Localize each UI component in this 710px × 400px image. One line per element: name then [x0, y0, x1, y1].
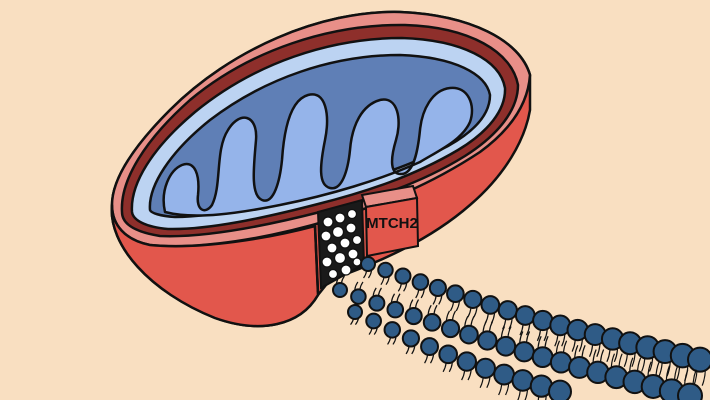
lipid-head	[401, 329, 420, 348]
lipid-head	[428, 278, 447, 298]
lipid-head	[480, 295, 501, 315]
lipid-head	[440, 318, 461, 339]
lipid-head	[332, 282, 348, 298]
lipid-head	[548, 379, 572, 400]
lipid-head	[360, 256, 376, 272]
lipid-head	[404, 307, 423, 326]
lipid-head	[456, 351, 477, 372]
lipid-head	[497, 300, 518, 321]
lipid-head	[377, 261, 394, 279]
mitochondrion	[110, 10, 532, 328]
lipid-head	[438, 344, 459, 365]
mtch2-protein: MTCH2	[360, 184, 420, 258]
lipid-head	[350, 288, 367, 305]
lipid-head	[347, 304, 363, 320]
lipid-head	[677, 382, 703, 400]
cristae	[162, 86, 474, 217]
lipid-bilayer	[332, 256, 710, 400]
lipid-head	[513, 341, 535, 363]
lipid-head	[420, 337, 439, 357]
cut-edge	[313, 225, 320, 293]
mtch2-pore	[316, 198, 366, 290]
lipid-head	[411, 273, 430, 291]
lipid-head	[365, 312, 382, 330]
lipid-head	[459, 324, 479, 345]
lipid-head	[383, 321, 402, 339]
lipid-head	[549, 351, 573, 374]
lipid-head	[394, 267, 412, 285]
lipid-head	[474, 357, 497, 379]
lipid-head	[532, 309, 554, 332]
lipid-head	[477, 330, 498, 351]
lipid-head	[514, 305, 536, 326]
lipid-head	[531, 346, 554, 369]
outer-membrane-front	[110, 203, 320, 328]
lipid-head	[386, 300, 405, 319]
lipid-head	[687, 346, 710, 373]
lipid-head	[463, 289, 483, 309]
lipid-head	[422, 313, 442, 332]
lipid-head	[368, 294, 386, 312]
lipid-head	[493, 363, 516, 386]
lipid-head	[446, 284, 465, 304]
mtch2-label: MTCH2	[366, 215, 418, 232]
lipid-head	[495, 335, 517, 357]
